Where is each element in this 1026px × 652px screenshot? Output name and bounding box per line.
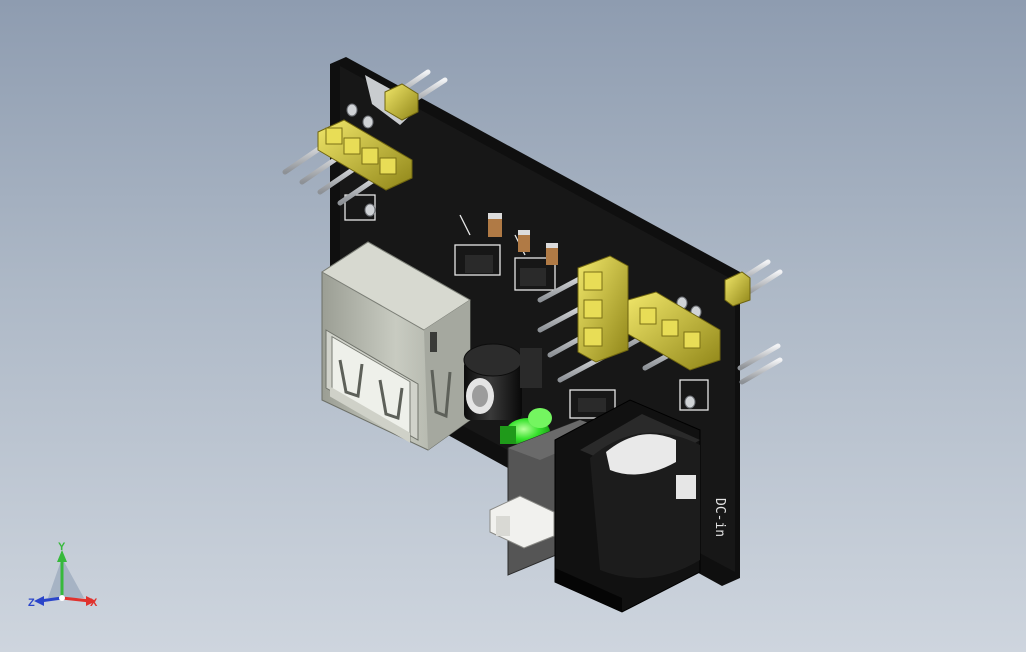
pin-header-center (537, 255, 721, 383)
dc-barrel-jack (554, 399, 701, 613)
axis-z-label: Z (28, 597, 35, 609)
axis-y-label: Y (58, 541, 66, 553)
mounting-screws (346, 103, 702, 409)
axis-x-label: X (90, 597, 98, 609)
smd-components (465, 213, 606, 412)
axis-triad: Y X Z (28, 541, 98, 609)
electrolytic-capacitor (463, 343, 542, 420)
dc-in-silkscreen: DC-in (712, 498, 727, 537)
pin-header-top-left (282, 69, 448, 206)
pin-header-right (724, 259, 783, 385)
usb-a-connector (321, 241, 471, 451)
